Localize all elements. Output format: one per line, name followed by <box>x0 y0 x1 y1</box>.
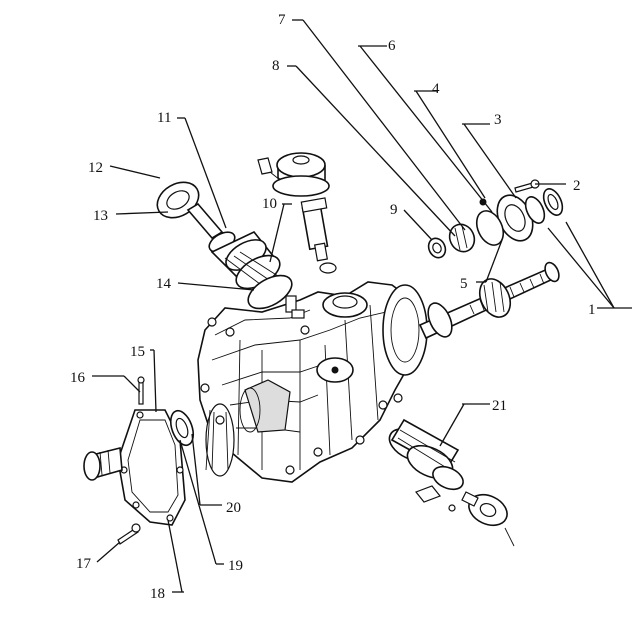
callout-15: 15 <box>130 344 145 360</box>
callout-19: 19 <box>228 558 243 574</box>
callout-18: 18 <box>150 586 165 602</box>
callout-3: 3 <box>494 112 502 128</box>
callout-7: 7 <box>278 12 286 28</box>
leader-lines <box>92 19 632 593</box>
side-cover-assembly <box>83 376 195 545</box>
callout-1: 1 <box>588 302 596 318</box>
input-shaft-assembly <box>156 181 293 310</box>
callout-8: 8 <box>272 58 280 74</box>
callout-5: 5 <box>460 276 468 292</box>
main-housing <box>197 281 428 483</box>
callout-21: 21 <box>492 398 507 414</box>
callout-10: 10 <box>262 196 277 212</box>
callout-9: 9 <box>390 202 398 218</box>
output-shaft-assembly <box>418 179 564 340</box>
callout-14: 14 <box>156 276 172 292</box>
callout-12: 12 <box>88 160 103 176</box>
callout-16: 16 <box>70 370 86 386</box>
callout-13: 13 <box>93 208 108 224</box>
callout-6: 6 <box>388 38 396 54</box>
callout-labels: 1 2 3 4 5 6 7 8 9 10 11 12 13 14 15 16 1… <box>70 12 596 602</box>
callout-17: 17 <box>76 556 92 572</box>
callout-4: 4 <box>432 81 440 97</box>
callout-20: 20 <box>226 500 241 516</box>
cv-joint-assembly <box>388 418 515 547</box>
top-cap-assembly <box>257 152 337 274</box>
callout-11: 11 <box>157 110 171 126</box>
callout-2: 2 <box>573 178 581 194</box>
